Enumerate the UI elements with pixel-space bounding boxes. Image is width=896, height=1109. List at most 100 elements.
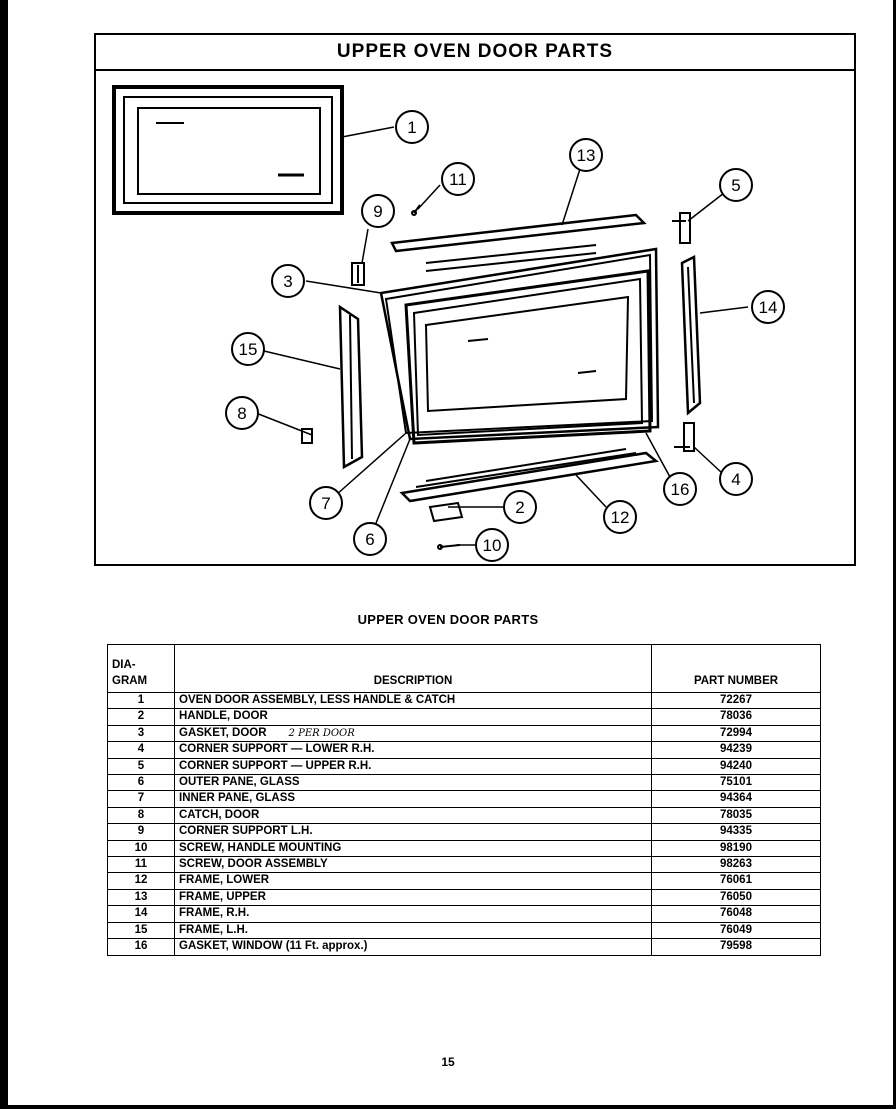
- diagram-number-cell: 8: [107, 806, 175, 825]
- callout-label: 12: [611, 508, 630, 527]
- header-description: DESCRIPTION: [174, 644, 652, 693]
- description-cell: FRAME, UPPER: [174, 888, 652, 907]
- corner-support-lower-rh-drawing: [674, 422, 695, 452]
- description-text: SCREW, HANDLE MOUNTING: [179, 841, 342, 854]
- description-cell: OUTER PANE, GLASS: [174, 774, 652, 792]
- door-assembly-drawing: [112, 85, 344, 215]
- part-number-cell: 72994: [651, 724, 821, 743]
- callout-label: 16: [671, 480, 690, 499]
- callout-circle: [603, 500, 637, 534]
- callout-circle: [441, 162, 475, 196]
- diagram-number-cell: 16: [107, 938, 175, 956]
- callout-circle: [395, 110, 429, 144]
- callout-circle: [353, 522, 387, 556]
- description-text: FRAME, LOWER: [179, 874, 270, 887]
- callout-label: 6: [365, 530, 374, 549]
- table-row: 6 OUTER PANE, GLASS 75101: [107, 774, 821, 792]
- description-text: SCREW, DOOR ASSEMBLY: [179, 858, 328, 871]
- description-text: FRAME, L.H.: [179, 923, 248, 936]
- part-number-cell: 98263: [651, 856, 821, 874]
- diagram-number-cell: 14: [107, 905, 175, 923]
- diagram-number-cell: 11: [107, 856, 175, 874]
- description-text: OUTER PANE, GLASS: [179, 776, 300, 789]
- description-cell: FRAME, R.H.: [174, 905, 652, 923]
- callout-circle: [361, 194, 395, 228]
- callout-label: 7: [321, 494, 330, 513]
- description-cell: FRAME, LOWER: [174, 872, 652, 890]
- diagram-number-cell: 10: [107, 839, 175, 858]
- diagram-number-cell: 3: [107, 724, 175, 743]
- callout-label: 15: [239, 340, 258, 359]
- description-cell: CORNER SUPPORT L.H.: [174, 823, 652, 841]
- diagram-number-cell: 15: [107, 921, 175, 940]
- diagram-number-cell: 6: [107, 774, 175, 792]
- parts-diagram-frame: UPPER OVEN DOOR PARTS: [94, 33, 856, 566]
- part-number-cell: 72267: [651, 691, 821, 710]
- callout-circle: [503, 490, 537, 524]
- callout-label: 14: [759, 298, 778, 317]
- description-cell: OVEN DOOR ASSEMBLY, LESS HANDLE & CATCH: [174, 691, 652, 710]
- part-number-cell: 76048: [651, 905, 821, 923]
- table-row: 11 SCREW, DOOR ASSEMBLY 98263: [107, 856, 821, 874]
- header-diagram: DIA- GRAM: [107, 644, 175, 693]
- description-text: FRAME, UPPER: [179, 890, 266, 903]
- description-text: HANDLE, DOOR: [179, 710, 268, 723]
- diagram-number-cell: 2: [107, 708, 175, 726]
- diagram-number-cell: 7: [107, 790, 175, 808]
- handwritten-note: 2 PER DOOR: [288, 727, 355, 739]
- callout-circle: [309, 486, 343, 520]
- lower-frame-drawing: [399, 448, 659, 503]
- description-cell: CORNER SUPPORT — LOWER R.H.: [174, 741, 652, 759]
- callout-circle: [225, 396, 259, 430]
- door-catch-drawing: [301, 428, 313, 444]
- screw-door-drawing: [411, 204, 421, 216]
- part-number-cell: 94240: [651, 757, 821, 776]
- description-cell: FRAME, L.H.: [174, 921, 652, 940]
- callout-circle: [751, 290, 785, 324]
- page-edge-bottom: [0, 1105, 896, 1109]
- callout-circle: [719, 462, 753, 496]
- upper-frame-drawing: [390, 213, 647, 272]
- diagram-number-cell: 5: [107, 757, 175, 776]
- part-number-cell: 94364: [651, 790, 821, 808]
- diagram-number-cell: 1: [107, 691, 175, 710]
- table-title: UPPER OVEN DOOR PARTS: [357, 612, 539, 627]
- callout-label: 4: [731, 470, 740, 489]
- description-cell: SCREW, HANDLE MOUNTING: [174, 839, 652, 858]
- leader-lines: [255, 126, 749, 546]
- description-cell: CORNER SUPPORT — UPPER R.H.: [174, 757, 652, 776]
- callout-circle: [475, 528, 509, 562]
- part-number-cell: 76050: [651, 888, 821, 907]
- corner-support-upper-rh-drawing: [672, 212, 691, 244]
- table-row: 8 CATCH, DOOR 78035: [107, 806, 821, 825]
- description-text: CORNER SUPPORT — LOWER R.H.: [179, 743, 375, 756]
- door-handle-drawing: [428, 501, 464, 523]
- part-number-cell: 78035: [651, 806, 821, 825]
- callout-circle: [271, 264, 305, 298]
- callout-circle: [231, 332, 265, 366]
- diagram-number-cell: 9: [107, 823, 175, 841]
- callout-label: 3: [283, 272, 292, 291]
- description-text: INNER PANE, GLASS: [179, 792, 296, 805]
- part-number-cell: 75101: [651, 774, 821, 792]
- table-header-row: DIA- GRAM DESCRIPTION PART NUMBER: [107, 644, 821, 693]
- corner-support-lh-drawing: [351, 262, 365, 286]
- diagram-number-cell: 12: [107, 872, 175, 890]
- description-cell: CATCH, DOOR: [174, 806, 652, 825]
- part-number-cell: 94335: [651, 823, 821, 841]
- page-number: 15: [441, 1055, 455, 1069]
- page-edge-right: [893, 0, 896, 1109]
- description-text: CATCH, DOOR: [179, 808, 260, 821]
- callout-circle: [719, 168, 753, 202]
- callout-label: 8: [237, 404, 246, 423]
